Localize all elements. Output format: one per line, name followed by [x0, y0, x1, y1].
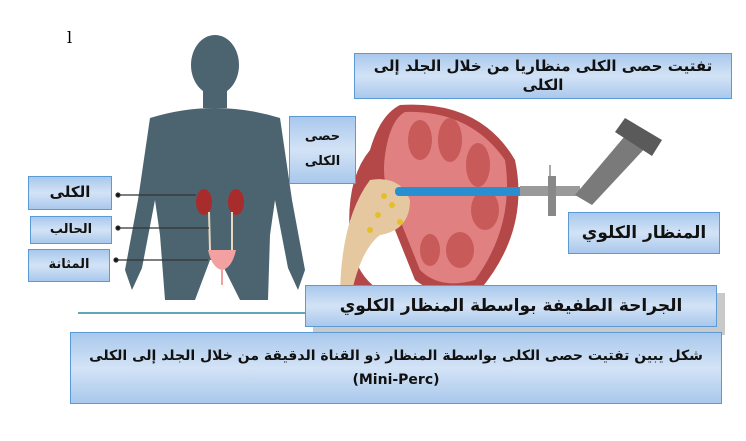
- page-mark: l: [67, 28, 73, 47]
- label-kidney-stones: حصى الكلى: [289, 116, 356, 184]
- label-kidneys: الكلى: [28, 176, 112, 210]
- label-nephroscope: المنظار الكلوي: [568, 212, 720, 254]
- kidney-cross-section: [340, 104, 519, 300]
- label-ureter: الحالب: [30, 216, 112, 244]
- nephroscope-illustration: [395, 118, 662, 216]
- label-bladder: المثانة: [28, 249, 110, 282]
- caption-line2: (Mini-Perc): [352, 372, 440, 388]
- urinary-organs: [196, 189, 244, 285]
- label-kidney-stones-line1: حصى: [304, 129, 341, 145]
- human-silhouette: [125, 35, 305, 300]
- caption-box: شكل يبين تفتيت حصى الكلى بواسطة المنظار …: [70, 332, 722, 404]
- label-kidney-stones-line2: الكلى: [304, 154, 341, 169]
- surgery-label-box: الجراحة الطفيفة بواسطة المنظار الكلوي: [305, 285, 717, 327]
- title-box: تفتيت حصى الكلى منظاريا من خلال الجلد إل…: [354, 53, 732, 99]
- caption-line1: شكل يبين تفتيت حصى الكلى بواسطة المنظار …: [89, 347, 703, 364]
